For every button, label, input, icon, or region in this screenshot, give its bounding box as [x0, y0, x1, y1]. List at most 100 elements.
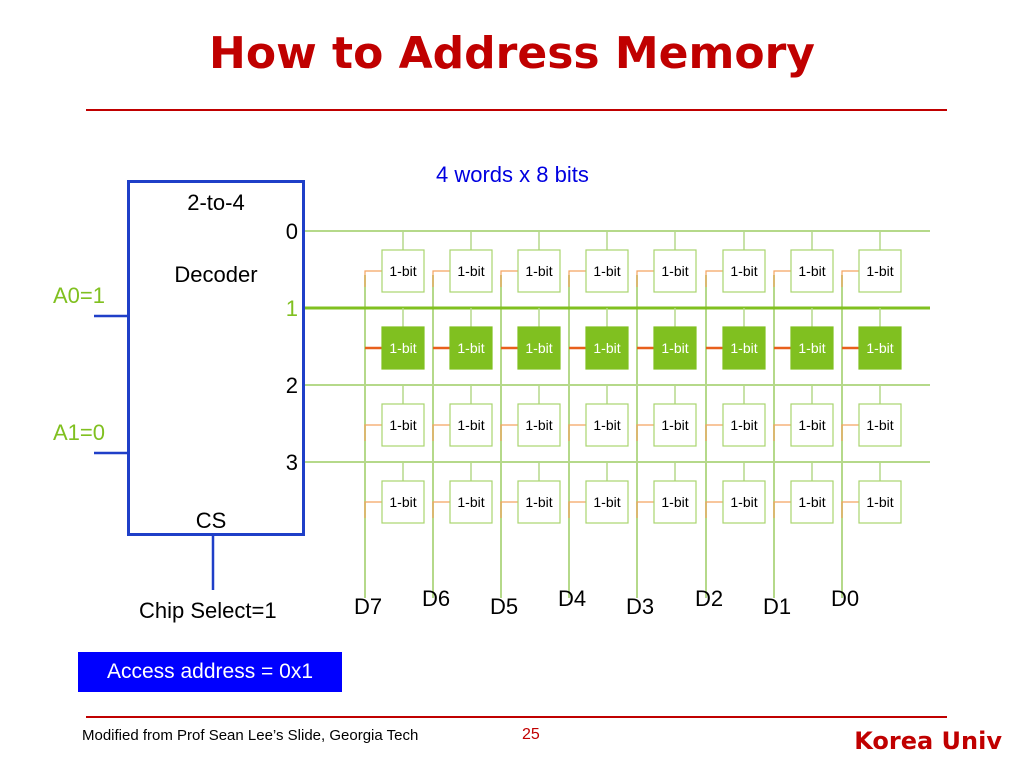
bit-cell-label: 1-bit: [730, 340, 757, 356]
bit-cell-label: 1-bit: [389, 494, 416, 510]
data-label-d7: D7: [354, 594, 382, 619]
bit-cell: [517, 403, 561, 447]
bit-cell: [585, 249, 629, 293]
bit-cell-label: 1-bit: [593, 263, 620, 279]
bit-cell: [449, 326, 493, 370]
decoder-output-1: 1: [286, 296, 298, 321]
bit-cell-label: 1-bit: [457, 263, 484, 279]
bit-stub: [705, 424, 723, 441]
bit-cell-label: 1-bit: [866, 263, 893, 279]
data-label-d3: D3: [626, 594, 654, 619]
bit-cell-label: 1-bit: [457, 340, 484, 356]
bit-stub: [432, 424, 450, 441]
bit-cell-label: 1-bit: [389, 340, 416, 356]
bit-stub: [364, 501, 382, 518]
bit-cell: [858, 403, 902, 447]
bit-cell: [381, 249, 425, 293]
bit-cell: [653, 326, 697, 370]
title-divider: [86, 109, 947, 111]
bit-stub: [636, 270, 654, 287]
bit-cell: [858, 249, 902, 293]
data-label-d4: D4: [558, 586, 586, 611]
bit-cell: [517, 249, 561, 293]
bit-cell-label: 1-bit: [730, 494, 757, 510]
decoder-output-2: 2: [286, 373, 298, 398]
bit-cells: 1-bit 1-bit 1-bit 1-bit 1-bit 1-bit 1-bit 1-bit…: [381, 249, 902, 524]
bit-cell: [449, 480, 493, 524]
access-address-box: Access address = 0x1: [78, 652, 342, 692]
bit-cell: [517, 326, 561, 370]
bit-cell-label: 1-bit: [593, 494, 620, 510]
bit-cell-label: 1-bit: [730, 417, 757, 433]
data-label-d6: D6: [422, 586, 450, 611]
bit-cell: [790, 403, 834, 447]
bit-cell-label: 1-bit: [866, 417, 893, 433]
bit-stub: [773, 424, 791, 441]
bit-cell-label: 1-bit: [389, 417, 416, 433]
bit-cell: [585, 326, 629, 370]
bit-stub: [841, 270, 859, 287]
bit-cell-label: 1-bit: [798, 494, 825, 510]
page-number: 25: [522, 726, 540, 743]
bit-cell-label: 1-bit: [661, 340, 688, 356]
bit-stub: [773, 270, 791, 287]
bit-cell-label: 1-bit: [661, 417, 688, 433]
bit-cell: [722, 480, 766, 524]
bit-cell: [653, 403, 697, 447]
bit-cell: [790, 249, 834, 293]
footer-credit: Modified from Prof Sean Lee’s Slide, Geo…: [82, 727, 419, 744]
bit-cell-label: 1-bit: [866, 340, 893, 356]
bit-stub: [636, 424, 654, 441]
bit-cell-label: 1-bit: [798, 340, 825, 356]
bit-cell-label: 1-bit: [389, 263, 416, 279]
decoder-output-0: 0: [286, 219, 298, 244]
bit-cell-label: 1-bit: [457, 494, 484, 510]
bit-stub: [500, 501, 518, 518]
address-a1-label: A1=0: [53, 420, 105, 445]
slide-title: How to Address Memory: [209, 28, 815, 79]
decoder-label: Decoder: [174, 262, 258, 287]
bit-cell-label: 1-bit: [525, 340, 552, 356]
bit-cell-label: 1-bit: [798, 263, 825, 279]
bit-stub: [841, 501, 859, 518]
bit-cell: [381, 326, 425, 370]
bit-cell-label: 1-bit: [525, 263, 552, 279]
bit-cell: [722, 403, 766, 447]
bit-stub: [568, 270, 586, 287]
institution-logo-text: Korea Univ: [854, 727, 1002, 755]
bit-cell: [858, 480, 902, 524]
bit-cell: [790, 480, 834, 524]
bit-stub: [773, 501, 791, 518]
bit-cell: [449, 249, 493, 293]
bit-stub: [568, 501, 586, 518]
bit-stub: [364, 270, 382, 287]
data-label-d5: D5: [490, 594, 518, 619]
wiring: [94, 230, 930, 598]
bit-cell-label: 1-bit: [661, 263, 688, 279]
bit-stub: [500, 270, 518, 287]
bit-cell-label: 1-bit: [798, 417, 825, 433]
data-label-d1: D1: [763, 594, 791, 619]
address-a0-label: A0=1: [53, 283, 105, 308]
bit-cell: [790, 326, 834, 370]
bit-cell-label: 1-bit: [593, 340, 620, 356]
bit-cell-label: 1-bit: [730, 263, 757, 279]
bit-stub: [500, 424, 518, 441]
bit-cell: [858, 326, 902, 370]
memory-size-label: 4 words x 8 bits: [436, 162, 589, 187]
bit-cell: [381, 403, 425, 447]
bit-stub: [705, 270, 723, 287]
bit-cell-label: 1-bit: [525, 494, 552, 510]
bit-cell: [653, 249, 697, 293]
bit-cell-label: 1-bit: [661, 494, 688, 510]
chip-select-label: Chip Select=1: [139, 598, 277, 623]
bit-cell: [517, 480, 561, 524]
bit-cell: [653, 480, 697, 524]
footer-divider: [86, 716, 947, 718]
bit-stub: [432, 270, 450, 287]
decoder-type-label: 2-to-4: [187, 190, 245, 215]
bit-stub: [432, 501, 450, 518]
bit-stub: [841, 424, 859, 441]
